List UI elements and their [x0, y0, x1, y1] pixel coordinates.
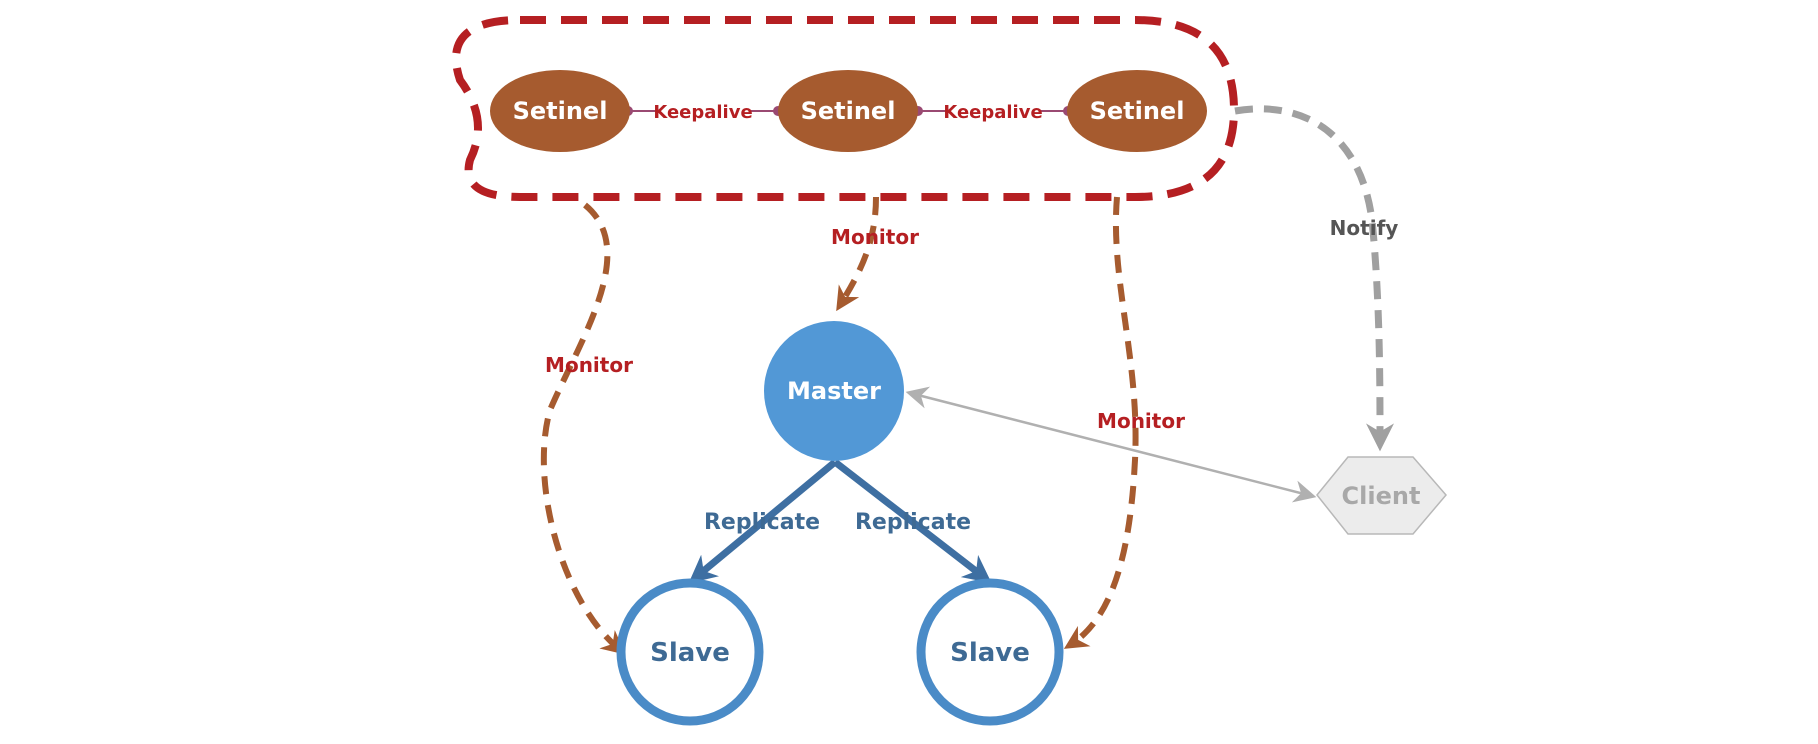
- master-client-link: [905, 386, 1317, 503]
- sentinel-group-border: [452, 16, 1239, 201]
- monitor-label-slave-left: Monitor: [545, 353, 633, 377]
- slave-node-left[interactable]: [616, 578, 764, 726]
- keepalive-label-bg-1: [656, 98, 751, 124]
- master-label: Master: [787, 377, 881, 405]
- slave-node-right[interactable]: [916, 578, 1064, 726]
- monitor-edge-master: [836, 196, 879, 312]
- notify-label: Notify: [1330, 216, 1399, 240]
- monitor-edge-slave-left: [540, 202, 626, 655]
- monitor-label-slave-right: Monitor: [1097, 409, 1185, 433]
- notify-edge: [1234, 105, 1394, 452]
- sentinel-label-3: Setinel: [1090, 97, 1185, 125]
- replicate-edge-left: [688, 459, 838, 584]
- replicate-label-right: Replicate: [855, 510, 971, 535]
- client-node[interactable]: [1316, 456, 1447, 535]
- replicate-edge-right: [832, 459, 992, 584]
- keepalive-label-1: Keepalive: [653, 102, 752, 123]
- sentinel-label-1: Setinel: [513, 97, 608, 125]
- monitor-label-master: Monitor: [831, 225, 919, 249]
- master-node[interactable]: [764, 321, 904, 461]
- keepalive-label-2: Keepalive: [943, 102, 1042, 123]
- slave-label-left: Slave: [650, 638, 730, 668]
- keepalive-label-bg-2: [946, 98, 1041, 124]
- slave-label-right: Slave: [950, 638, 1030, 668]
- sentinel-node-2[interactable]: [778, 70, 918, 152]
- sentinel-label-2: Setinel: [801, 97, 896, 125]
- client-label: Client: [1342, 482, 1421, 510]
- sentinel-node-3[interactable]: [1067, 70, 1207, 152]
- sentinel-node-1[interactable]: [490, 70, 630, 152]
- replicate-label-left: Replicate: [704, 510, 820, 535]
